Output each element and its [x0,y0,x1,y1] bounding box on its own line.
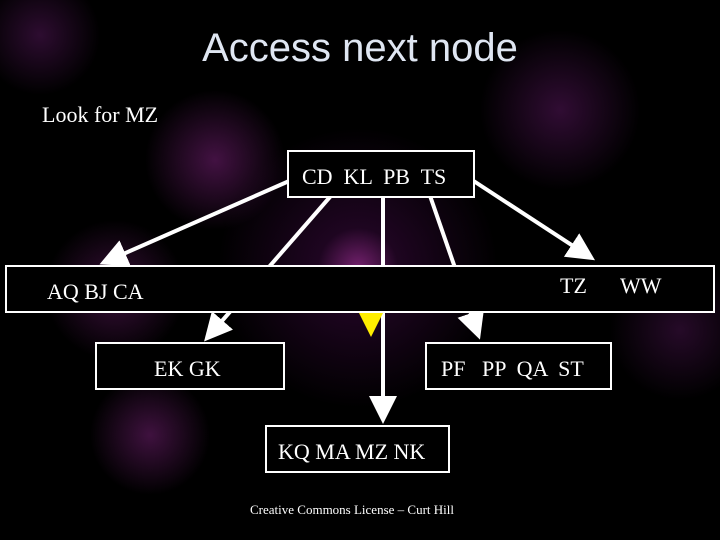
license-footer: Creative Commons License – Curt Hill [250,502,454,518]
root-node: CD KL PB TS [287,150,475,198]
edge-root-to-ek [208,190,336,337]
node-ek-gk: EK GK [95,342,285,390]
right-child-key-tz: TZ [560,273,587,299]
edge-root-to-tz [466,176,590,257]
right-child-key-ww: WW [620,273,662,299]
node-kq-nk: KQ MA MZ NK [265,425,450,473]
node-pf-st-keys: PF PP QA ST [441,356,584,382]
root-node-keys: CD KL PB TS [302,164,446,190]
edge-root-to-aq [105,178,296,262]
node-kq-nk-keys: KQ MA MZ NK [278,439,425,465]
left-child-keys: AQ BJ CA [47,279,144,305]
node-pf-st: PF PP QA ST [425,342,612,390]
left-child-node: AQ BJ CA TZ WW [5,265,715,313]
node-ek-gk-keys: EK GK [154,356,221,382]
